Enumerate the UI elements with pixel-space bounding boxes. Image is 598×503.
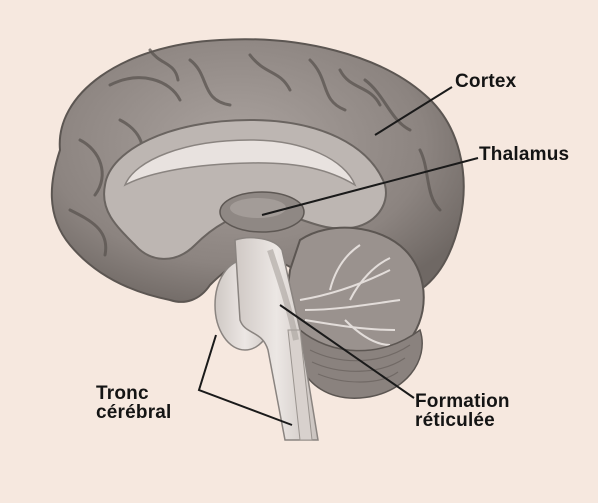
brainstem-label-line2: cérébral: [96, 403, 172, 422]
cortex-label: Cortex: [455, 72, 516, 91]
reticular-formation-label-line1: Formation: [415, 392, 510, 411]
brainstem-label: Tronc cérébral: [96, 384, 172, 422]
reticular-formation-label: Formation réticulée: [415, 392, 510, 430]
brainstem-label-line1: Tronc: [96, 384, 172, 403]
thalamus-label: Thalamus: [479, 145, 569, 164]
reticular-formation-label-line2: réticulée: [415, 411, 510, 430]
